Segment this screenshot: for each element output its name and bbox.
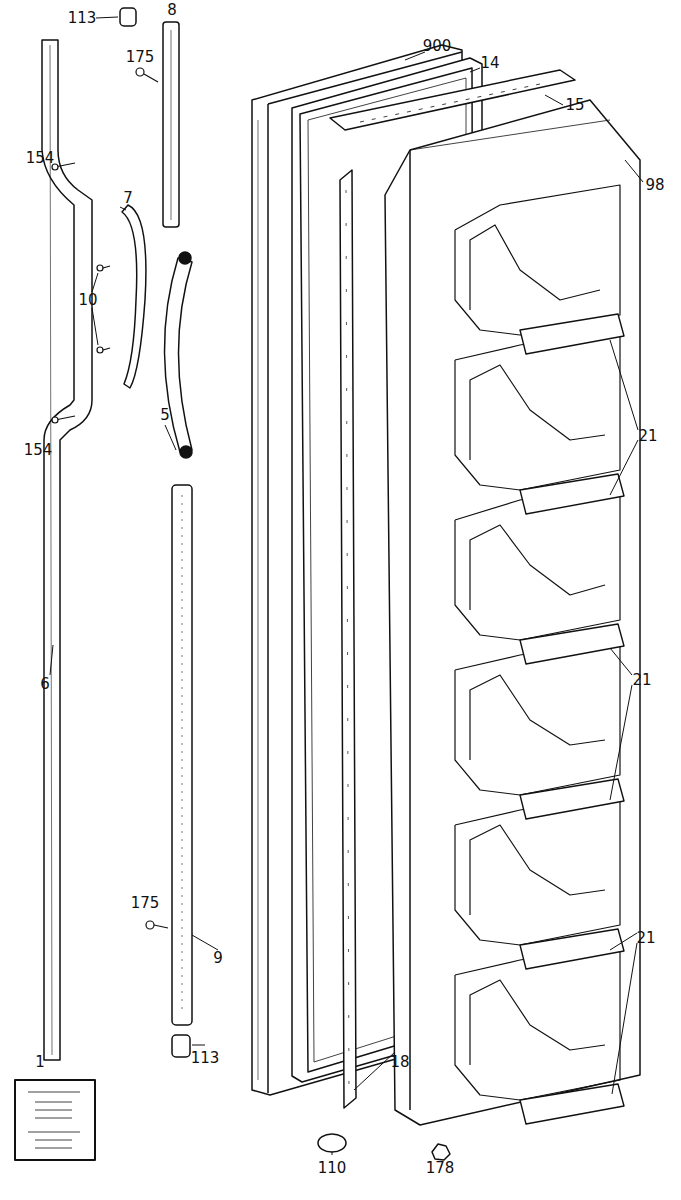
callout-number: 15	[565, 98, 584, 113]
callout-number: 154	[26, 151, 55, 166]
callout-number: 21	[632, 673, 651, 688]
callout-number: 175	[126, 50, 155, 65]
callout-number: 21	[636, 931, 655, 946]
callout-number: 175	[131, 896, 160, 911]
callout-number: 110	[318, 1161, 347, 1176]
callout-number: 113	[68, 11, 97, 26]
callout-number: 21	[638, 429, 657, 444]
callout-number: 18	[390, 1055, 409, 1070]
callout-number: 14	[480, 56, 499, 71]
callout-number: 900	[423, 39, 452, 54]
callout-number: 6	[40, 677, 50, 692]
callout-number: 9	[213, 951, 223, 966]
callout-number: 154	[24, 443, 53, 458]
callout-number: 7	[123, 191, 133, 206]
callout-number: 1	[35, 1055, 45, 1070]
callout-number: 178	[426, 1161, 455, 1176]
callout-number: 5	[160, 408, 170, 423]
callout-number: 8	[167, 3, 177, 18]
callout-number: 98	[645, 178, 664, 193]
callout-number: 113	[191, 1051, 220, 1066]
callout-number: 10	[78, 293, 97, 308]
